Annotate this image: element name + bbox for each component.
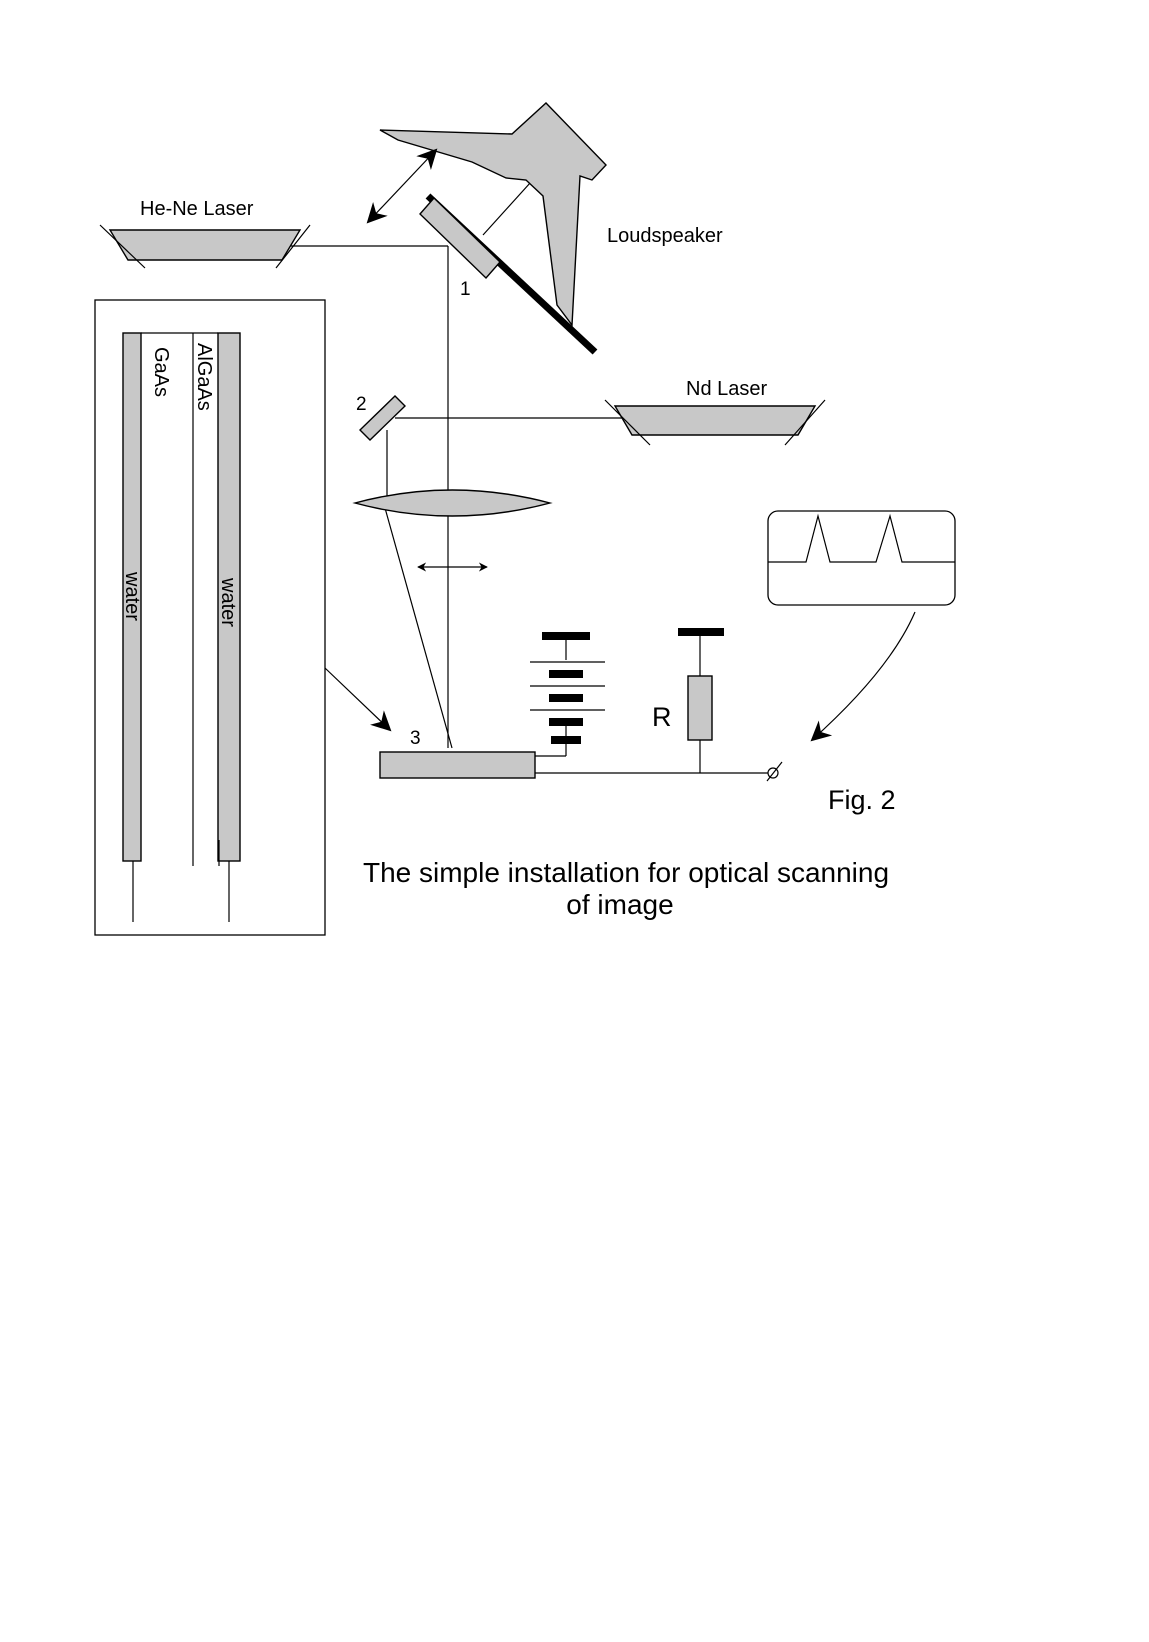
oscilloscope-screen bbox=[767, 510, 956, 606]
output-terminal bbox=[767, 767, 779, 779]
caption-line-1: The simple installation for optical scan… bbox=[363, 857, 889, 888]
figure-label: Fig. 2 bbox=[828, 785, 896, 815]
battery-top-terminal bbox=[542, 632, 590, 640]
mirror-2 bbox=[359, 395, 406, 441]
nd-beam-diagonal bbox=[384, 507, 453, 749]
resistor-group: R bbox=[652, 628, 724, 773]
lens-group bbox=[352, 489, 553, 572]
caption-line-2: of image bbox=[566, 889, 673, 920]
nd-laser-body bbox=[613, 405, 817, 436]
detector-group: 3 bbox=[324, 667, 536, 779]
oscilloscope bbox=[767, 510, 956, 742]
structure-inset: GaAs AlGaAs water water bbox=[94, 299, 326, 936]
beam-paths bbox=[246, 171, 625, 749]
loudspeaker: Loudspeaker 1 bbox=[366, 102, 723, 355]
loudspeaker-label: Loudspeaker bbox=[607, 225, 723, 247]
resistor-label: R bbox=[652, 702, 672, 732]
oscilloscope-trace bbox=[768, 513, 955, 563]
resistor bbox=[687, 675, 713, 741]
battery bbox=[530, 632, 605, 757]
he-ne-laser: He-Ne Laser bbox=[99, 198, 311, 269]
inset-pointer-arrow bbox=[324, 667, 392, 732]
inset-water-left-label: water bbox=[121, 571, 143, 621]
battery-bottom-terminal bbox=[551, 736, 581, 744]
mirror-2-label: 2 bbox=[356, 394, 367, 415]
inset-frame bbox=[94, 299, 326, 936]
mirror-1 bbox=[419, 196, 501, 280]
signal-arrow bbox=[810, 611, 916, 742]
water-layer-left bbox=[122, 332, 142, 862]
detector-3 bbox=[379, 751, 536, 779]
loudspeaker-cone bbox=[379, 102, 607, 327]
loudspeaker-motion-arrow bbox=[366, 148, 438, 224]
mirror-1-label: 1 bbox=[460, 279, 471, 300]
mirror-2-group: 2 bbox=[356, 394, 406, 441]
nd-laser-label: Nd Laser bbox=[686, 378, 767, 400]
resistor-top-terminal bbox=[678, 628, 724, 636]
nd-laser: Nd Laser bbox=[604, 378, 826, 446]
output-wire bbox=[535, 761, 783, 782]
inset-algaas-label: AlGaAs bbox=[193, 343, 215, 411]
he-ne-laser-body bbox=[108, 229, 302, 261]
he-ne-laser-label: He-Ne Laser bbox=[140, 198, 254, 220]
lens bbox=[352, 489, 553, 517]
inset-water-right-label: water bbox=[217, 577, 239, 627]
inset-gaas-label: GaAs bbox=[150, 347, 172, 397]
detector-3-label: 3 bbox=[410, 728, 421, 749]
